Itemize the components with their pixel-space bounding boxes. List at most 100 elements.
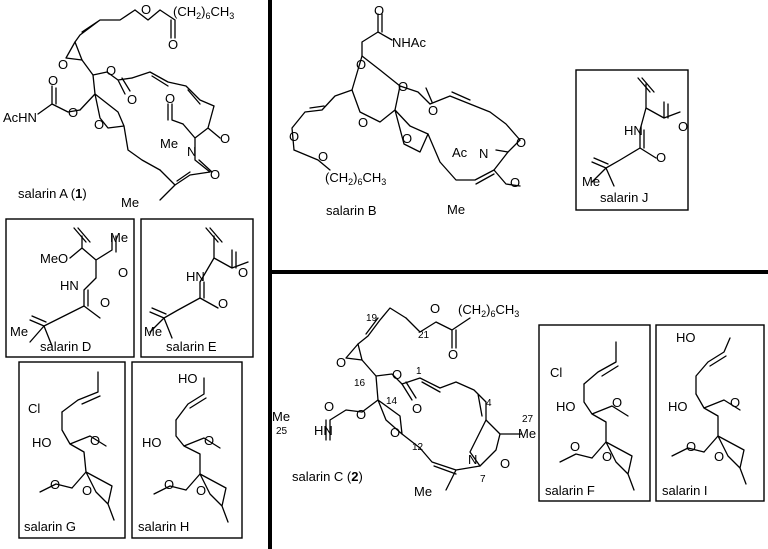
salarin-c-n: N [323,423,333,438]
salarin-d-me: Me [110,230,129,245]
salarin-c-chain: (CH2)6CH3 [458,303,519,321]
salarin-e-label: salarin E [166,339,217,354]
salarin-c-me-bottom: Me [414,484,433,499]
salarin-a-label: salarin A (1) [18,186,87,201]
locant-4: 4 [486,398,492,409]
salarin-d-label: salarin D [40,339,92,354]
salarin-c-number: 2 [351,469,359,484]
salarin-g-ho: HO [32,435,52,450]
salarin-h-structure [153,377,229,523]
locant-27: 27 [522,414,534,425]
salarin-c-label: salarin C (2) [292,469,363,484]
salarin-a-carbonyl-o: O [168,37,179,52]
salarin-f-o-ring: O [570,439,581,454]
chain-open: (CH [458,302,482,317]
salarin-a-me-bottom: Me [121,195,140,210]
salarin-c-epoxide-o-low: O [390,425,401,440]
salarin-a-chain: (CH2)6CH3 [173,5,234,23]
salarin-b-imide-o-top: O [516,135,527,150]
salarin-e-box [140,218,254,358]
salarin-c-structure [325,307,523,491]
salarin-b-carbamate-o: O [374,3,385,18]
salarin-f-epoxide-o: O [602,449,613,464]
chain-mid: ) [201,4,206,19]
salarin-j-label: salarin J [600,190,649,205]
chain-ch: CH [495,302,515,317]
chain-mid: ) [486,302,491,317]
salarin-a-acetyl-amino: AcHN [3,110,37,125]
salarin-b-me: Me [447,202,466,217]
salarin-f-label: salarin F [545,483,595,498]
locant-21: 21 [418,330,430,341]
salarin-a-imide-o-low: O [210,167,221,182]
salarin-d-box [5,218,135,358]
salarin-f-box [538,324,651,502]
chain-sub-3: 3 [381,177,387,187]
locant-25: 25 [276,426,288,437]
salarin-c-carbamate-o-top: O [324,399,335,414]
salarin-g-structure [39,371,115,521]
chain-sub-3: 3 [229,11,235,21]
salarin-h-ho: HO [142,435,162,450]
salarin-c-n-carbamate: HN [314,424,333,438]
chain-ch: CH [362,170,382,185]
locant-19: 19 [366,313,378,324]
salarin-d-ketone-o: O [118,265,129,280]
salarin-b-structure [291,13,521,187]
chain-sub-2: 2 [196,11,202,21]
salarin-h-o-link: O [204,433,215,448]
salarin-c-oxazole-me: Me [518,426,537,441]
salarin-c-oxazole-o: O [500,456,511,471]
chain-sub-2: 2 [481,309,487,319]
salarin-c-h: H [314,423,324,438]
chain-sub-3: 3 [514,309,520,319]
salarin-g-label: salarin G [24,519,77,534]
salarin-j-carbonyl-o-low: O [656,150,667,165]
salarin-b-carbonyl-o2: O [318,149,329,164]
salarin-i-o-link: O [730,395,741,410]
salarin-c-locant-19: 19 [366,310,377,324]
salarin-b-epoxide-o: O [402,131,413,146]
salarin-a-structure [37,9,221,201]
locant-1: 1 [416,366,422,377]
salarin-h-ho-top: HO [178,371,198,386]
salarin-a-ester-o: O [141,2,152,17]
salarin-c-oxazole-n: N [468,452,478,467]
salarin-i-epoxide-o: O [714,449,725,464]
salarin-i-ho: HO [668,399,688,414]
chain-sub-6: 6 [357,177,363,187]
salarin-d-meo: MeO [40,251,69,266]
salarin-a-imide-o-right: O [220,131,231,146]
salarin-f-cl: Cl [550,365,563,380]
salarin-b-ring-o: O [358,115,369,130]
salarin-g-box [18,361,126,539]
salarin-j-box [575,69,689,211]
salarin-h-label: salarin H [138,519,190,534]
salarin-c-ester-o2: O [392,367,403,382]
salarin-j-hn: HN [624,123,643,138]
salarin-g-epoxide-o: O [82,483,93,498]
salarin-a-imide-o-top: O [165,91,176,106]
salarin-i-ho-top: HO [676,330,696,345]
salarin-e-carbonyl-o-low: O [218,296,229,311]
salarin-a-n: N [187,144,197,159]
salarin-c-carbonyl-o: O [448,347,459,362]
salarin-i-box [655,324,765,502]
salarin-g-o-link: O [90,433,101,448]
salarin-d-structure [29,227,117,347]
salarin-c-close: ) [358,469,363,484]
salarin-h-epoxide-o: O [196,483,207,498]
chain-sub-6: 6 [490,309,496,319]
salarin-d-amide-o: O [100,295,111,310]
salarin-i-label: salarin I [662,483,708,498]
salarin-e-carbonyl-o-top: O [238,265,249,280]
salarin-c-ester-o: O [430,301,441,316]
salarin-a-name: salarin A ( [18,186,76,201]
chain-open: (CH [173,4,197,19]
chain-ch: CH [210,4,230,19]
salarin-b-label: salarin B [326,203,377,218]
salarin-e-me: Me [144,324,163,339]
salarin-d-hn: HN [60,278,79,293]
salarin-a-carbamate-o: O [48,73,59,88]
